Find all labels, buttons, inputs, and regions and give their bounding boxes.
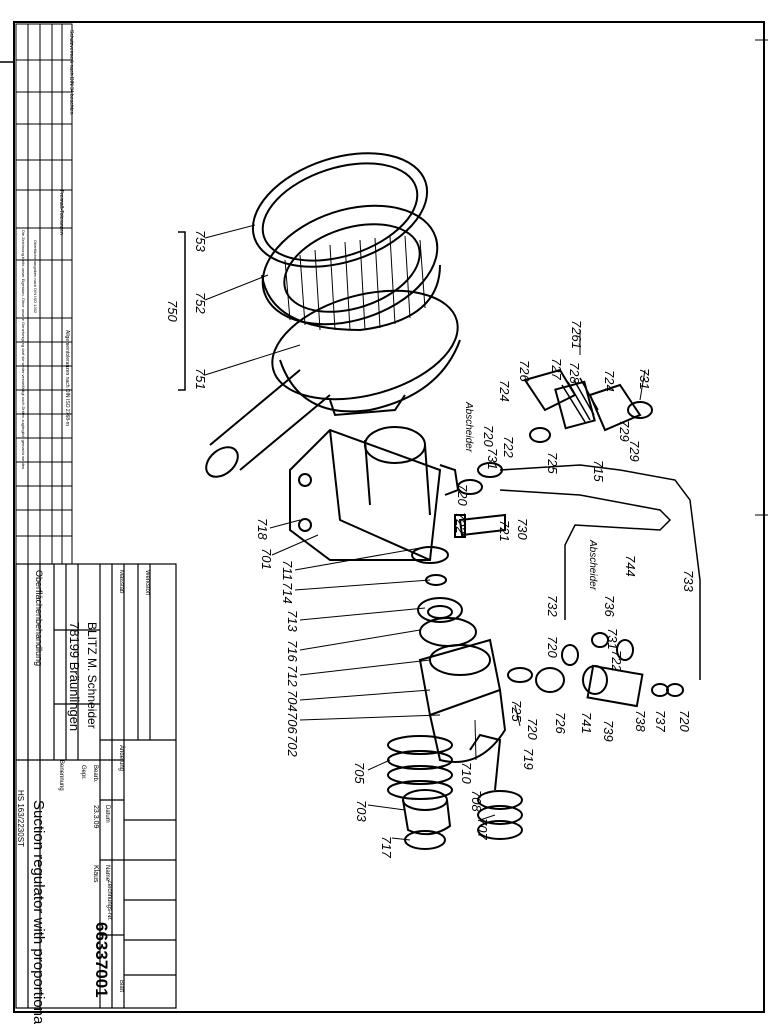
part-732: 732	[545, 595, 560, 617]
part-711: 711	[280, 560, 295, 581]
part-719: 719	[521, 748, 536, 770]
part-733: 733	[681, 570, 696, 592]
part-720-d: 720	[455, 484, 470, 506]
part-712: 712	[285, 665, 300, 687]
part-721: 721	[497, 520, 512, 542]
part-731-b: 731	[485, 448, 500, 470]
surface-label: Oberflächenbehandlung	[34, 570, 44, 666]
part-704: 704	[285, 690, 300, 712]
part-722-a: 722	[609, 650, 624, 672]
date-label: Datum	[104, 805, 110, 823]
part-708: 708	[469, 790, 484, 812]
part-722-c: 722	[501, 436, 516, 458]
part-717: 717	[379, 836, 394, 858]
part-720-e: 720	[481, 425, 496, 447]
tolerance-table	[15, 23, 73, 565]
abscheider-label-1: Abscheider	[587, 539, 598, 591]
part-706: 706	[285, 712, 300, 734]
part-737: 737	[653, 710, 668, 732]
tolerance-sub-note: Allgemeintoleranzen nach DIN ISO 2768-m	[64, 330, 70, 426]
name-label: Name	[104, 865, 110, 882]
part-739: 739	[601, 720, 616, 742]
part-714: 714	[280, 582, 295, 604]
check-label: Gepr.	[80, 765, 86, 780]
company-address: 78199 Bräunlingen	[67, 622, 82, 731]
part-710: 710	[459, 762, 474, 784]
part-738: 738	[633, 710, 648, 732]
part-729-b: 729	[617, 420, 632, 442]
valve-body	[289, 426, 460, 561]
sheet-label: Blatt	[118, 980, 124, 992]
part-705: 705	[352, 762, 367, 784]
part-720-a: 720	[525, 718, 540, 740]
part-716: 716	[285, 640, 300, 662]
part-725-a: 725	[509, 700, 524, 722]
protection-note: Schutzvermerk nach DIN 34 beachten	[68, 30, 74, 115]
material-label: Werkstoff	[144, 570, 150, 595]
part-724-b: 724	[497, 380, 512, 402]
part-741: 741	[579, 712, 594, 734]
part-726-a: 726	[553, 712, 568, 734]
part-727: 727	[549, 358, 564, 380]
pneumatic-components	[457, 368, 701, 708]
edit-label: Bearb.	[92, 765, 98, 783]
designation-label: Benennung	[58, 760, 64, 791]
company-name: BLITZ M. Schneider	[85, 622, 99, 729]
part-726-b: 726	[517, 360, 532, 382]
drawing-number-label: Zeichnungs-Nr.	[106, 880, 112, 921]
part-701: 701	[259, 548, 274, 570]
regulator-stack	[387, 513, 523, 850]
scale-label: Maßstab	[118, 570, 124, 594]
part-725-b: 725	[545, 452, 560, 474]
change-label: Änderung	[118, 745, 125, 771]
part-753: 753	[193, 230, 208, 252]
part-731-a: 731	[605, 628, 620, 650]
part-720-b: 720	[677, 710, 692, 732]
filter-assembly	[178, 152, 461, 478]
part-752: 752	[193, 292, 208, 314]
copyright-note: Die Zeichnung bleibt unser Eigentum. Ohn…	[21, 230, 26, 470]
part-731-c: 731	[637, 368, 652, 390]
part-703: 703	[354, 800, 369, 822]
replaces-note: HS 163/2230ST	[16, 790, 25, 847]
part-722-b: 722	[453, 512, 468, 534]
part-744: 744	[623, 555, 638, 577]
abscheider-label-2: Abscheider	[463, 401, 474, 453]
drawing-title: Suction regulator with proportional cont…	[30, 800, 47, 1024]
part-750: 750	[165, 300, 180, 322]
drawing-frame	[0, 21, 768, 1013]
tolerance-note: Freimaß-Toleranzen	[58, 190, 64, 235]
part-730: 730	[515, 518, 530, 540]
part-7261: 7261	[569, 320, 584, 349]
part-715: 715	[591, 460, 606, 482]
drawing-number: 66337001	[92, 922, 111, 998]
part-728: 728	[567, 362, 582, 384]
part-720-c: 720	[545, 636, 560, 658]
date-value: 23.3.09	[92, 805, 99, 828]
part-707: 707	[475, 818, 490, 840]
part-736: 736	[602, 595, 617, 617]
part-713: 713	[285, 610, 300, 632]
part-751: 751	[193, 368, 208, 390]
part-labels: 753 752 751 750 718 701 711 714 713 716 …	[165, 230, 696, 858]
surface-note: Oberflächenangaben nach DIN ISO 1302	[33, 240, 38, 314]
part-724: 724	[602, 370, 617, 392]
name-value: Klaus	[92, 865, 99, 883]
title-block	[15, 563, 177, 1009]
part-718: 718	[255, 518, 270, 540]
leader-lines	[204, 224, 646, 841]
part-702: 702	[285, 735, 300, 757]
part-729-a: 729	[627, 440, 642, 462]
